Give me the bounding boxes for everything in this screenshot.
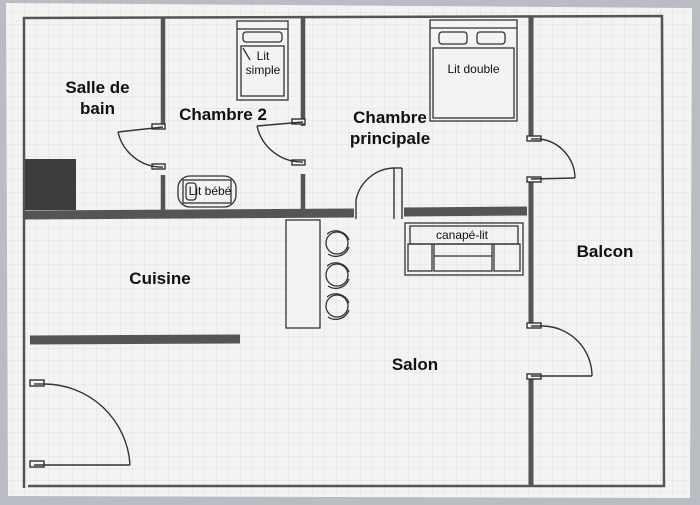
room-label-salle-de-bain: Salle de bain (65, 78, 130, 118)
grid-pattern (6, 3, 692, 498)
room-label-salon: Salon (391, 355, 439, 374)
label-lit-bebe: Lit bébé (188, 184, 232, 198)
wall-top-right-horizontal (403, 206, 528, 217)
door-bathroom (117, 123, 166, 170)
bathroom-block (25, 159, 76, 210)
label-lit-double: Lit double (447, 62, 500, 76)
door-balcony-bottom (526, 322, 593, 380)
room-label-chambre-2: Chambre 2 (179, 105, 267, 124)
wall-top-horizontal (23, 208, 355, 220)
single-bed (236, 20, 289, 101)
room-label-balcon: Balcon (576, 242, 634, 261)
outer-wall (22, 14, 666, 488)
door-balcony-top (526, 135, 576, 183)
wall-kitchen (29, 334, 241, 345)
stool-2 (325, 262, 350, 290)
label-canape-lit: canapé-lit (435, 228, 489, 242)
stool-3 (325, 293, 350, 321)
door-chambre-2 (256, 118, 306, 166)
bar-stools (325, 230, 350, 321)
sofa-bed (404, 222, 524, 276)
double-bed (429, 19, 518, 122)
baby-bed (177, 175, 237, 208)
doors (29, 118, 593, 468)
kitchen-counter (285, 219, 321, 329)
interior-walls (23, 16, 534, 486)
door-entrance (29, 379, 131, 468)
door-chambre-principale (355, 167, 403, 219)
room-label-cuisine: Cuisine (129, 269, 191, 288)
room-label-chambre-principale: Chambre principale (349, 108, 431, 148)
stool-1 (325, 230, 350, 258)
label-lit-simple: Lit simple (245, 49, 281, 77)
